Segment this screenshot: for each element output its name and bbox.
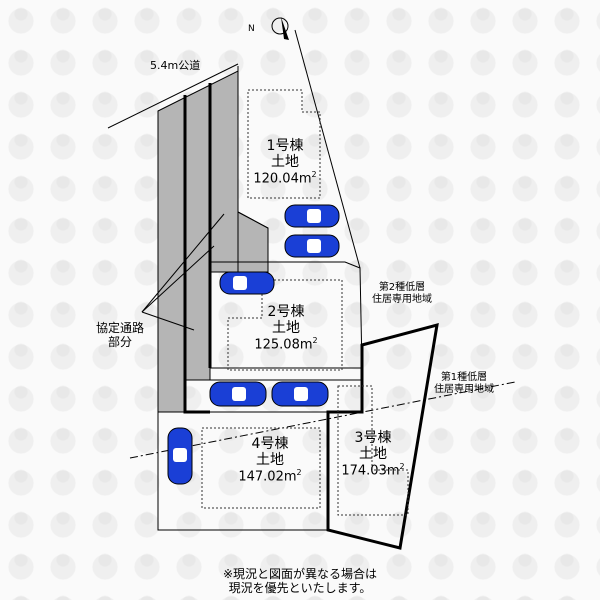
shared-path-corner bbox=[237, 211, 269, 273]
shared-path-arrows bbox=[141, 213, 225, 331]
lot4-kind: 土地 bbox=[256, 452, 284, 469]
lot3-kind: 土地 bbox=[359, 446, 387, 463]
road-edge-line bbox=[107, 63, 239, 129]
lot3-area: 174.03m2 bbox=[341, 462, 405, 479]
car-icon bbox=[167, 427, 193, 485]
disclaimer-note: ※現況と図面が異なる場合は 現況を優先といたします。 bbox=[120, 567, 480, 596]
lot2-boundary bbox=[210, 261, 363, 369]
lot1-kind: 土地 bbox=[271, 154, 299, 171]
lot4-area: 147.02m2 bbox=[238, 468, 302, 485]
lot1-building-footprint bbox=[247, 89, 321, 199]
car-icon bbox=[209, 381, 267, 407]
lot3-name: 3号棟 bbox=[354, 430, 392, 446]
zone2-line1: 第2種低層 bbox=[378, 282, 426, 293]
lot2-building-footprint bbox=[227, 279, 343, 371]
shared-path-label-line2: 部分 bbox=[108, 334, 133, 349]
lot1-name: 1号棟 bbox=[266, 138, 304, 154]
road-label: 5.4m公道 bbox=[150, 59, 201, 72]
shared-path-label: 協定通路 部分 bbox=[96, 321, 145, 350]
zone2-line2: 住居専用地域 bbox=[372, 293, 432, 305]
note-line2: 現況を優先といたします。 bbox=[228, 580, 372, 595]
lot2-label: 2号棟 土地 125.08m2 bbox=[246, 304, 326, 353]
lot4-boundary bbox=[157, 411, 329, 531]
lot2-name: 2号棟 bbox=[267, 304, 305, 320]
zone-label-2: 第2種低層 住居専用地域 bbox=[372, 282, 432, 305]
lot4-name: 4号棟 bbox=[251, 436, 289, 452]
north-label: N bbox=[248, 24, 255, 34]
lot2-kind: 土地 bbox=[272, 320, 300, 337]
car-icon bbox=[284, 204, 340, 228]
zone1-line1: 第1種低層 bbox=[440, 372, 488, 383]
lot1-area: 120.04m2 bbox=[253, 170, 317, 187]
zone1-line2: 住居専用地域 bbox=[434, 383, 494, 395]
car-icon bbox=[284, 234, 340, 258]
zoning-boundary-line bbox=[129, 381, 516, 459]
lot1-label: 1号棟 土地 120.04m2 bbox=[246, 138, 324, 187]
shared-path-area bbox=[157, 70, 239, 413]
car-icon bbox=[271, 381, 329, 407]
north-arrow-icon bbox=[271, 17, 289, 40]
zone-label-1: 第1種低層 住居専用地域 bbox=[434, 372, 494, 395]
lot4-building-footprint bbox=[201, 427, 321, 509]
lot1-east-edge bbox=[294, 29, 361, 269]
lot4-label: 4号棟 土地 147.02m2 bbox=[222, 436, 318, 485]
shared-path-label-line1: 協定通路 bbox=[96, 321, 145, 335]
car-icon bbox=[219, 271, 275, 295]
lot2-area: 125.08m2 bbox=[254, 336, 318, 353]
note-line1: ※現況と図面が異なる場合は bbox=[222, 567, 378, 581]
lot3-building-footprint bbox=[337, 385, 409, 516]
lot3-label: 3号棟 土地 174.03m2 bbox=[336, 430, 410, 479]
